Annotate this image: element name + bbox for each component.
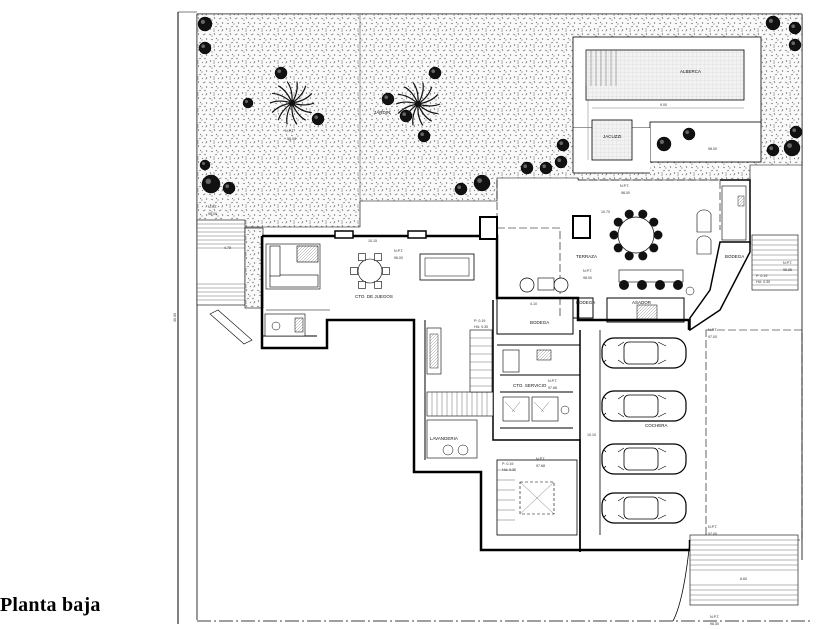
bottom-level: 96.50 (710, 622, 719, 626)
game-chair (358, 253, 366, 261)
cto-servicio-label: CTO. SERVICIO (513, 383, 547, 388)
terrace-chair (609, 230, 619, 240)
side-dimension: 30.00 (173, 313, 177, 322)
bottom-npt: N.P.T. (710, 615, 720, 619)
bodega-1-label: BODEGA (576, 300, 595, 305)
terraza-width-dim: 10.70 (601, 210, 610, 214)
entry-level: 97.00 (708, 532, 717, 536)
terrace-chair (653, 230, 663, 240)
game-chair (374, 281, 382, 289)
cochera-npt: N.P.T. (708, 328, 718, 332)
terraza-top-level: 98.00 (621, 191, 630, 195)
jardin-npt: N.P.T. (285, 129, 295, 133)
servicio-level: 97.68 (548, 386, 557, 390)
terrace-chair (624, 251, 634, 261)
alberca-label: ALBERCA (680, 69, 701, 74)
terraza-npt: N.P.T. (583, 269, 593, 273)
car-icon (601, 492, 687, 524)
game-chair (374, 253, 382, 261)
pool-area: ALBERCA 9.00 JACUZZI 98.00 (572, 36, 762, 174)
lower-stair: P: 0.19 HU: 0.30 N.P.T. 97.68 (496, 457, 578, 536)
terrace: TERRAZA N.P.T. 98.00 10.70 BODEGA (519, 185, 751, 332)
terrace-table-chairs (609, 209, 663, 261)
terrace-chair (638, 209, 648, 219)
cto-juegos-label: CTO. DE JUEGOS (355, 294, 393, 299)
stair-step-p: P: 0.19 (502, 462, 513, 466)
stair-npt: N.P.T. (536, 457, 546, 461)
servicio-npt: N.P.T. (548, 379, 558, 383)
terrace-chair (649, 243, 659, 253)
bodega-terraza-label: BODEGA (725, 254, 744, 259)
stair-level: 97.68 (536, 464, 545, 468)
columns (334, 215, 591, 240)
entry-dim: 6.60 (740, 577, 747, 581)
game-room: CTO. DE JUEGOS 10.15 N.P.T. 96.00 (264, 239, 475, 337)
juegos-level: 96.00 (394, 256, 403, 260)
terraza-label: TERRAZA (576, 254, 597, 259)
left-npt: N.P.T. (208, 205, 218, 209)
cochera-dim: 10.10 (587, 433, 596, 437)
pool-width-dim: 9.00 (660, 103, 667, 107)
right-step-p: P: 0.19 (756, 274, 767, 278)
terrace-chair (638, 251, 648, 261)
left-level: 96.00 (208, 212, 217, 216)
game-chair (350, 267, 358, 275)
right-stairs: P: 0.19 HU: 0.30 N.P.T. 96.86 (751, 234, 799, 291)
car-icon (601, 337, 687, 369)
lavanderia-label: LAVANDERIA (430, 436, 458, 441)
jardin-label: JARDIN (374, 110, 390, 115)
jardin-level: 96.00 (287, 137, 296, 141)
terraza-level: 98.00 (583, 276, 592, 280)
interior-stairs: P: 0.19 HU: 0.30 (426, 319, 494, 417)
game-table-chairs (350, 253, 390, 289)
right-level: 96.86 (783, 268, 792, 272)
plan-caption: Planta baja (0, 594, 101, 616)
bodega-dim: 4.10 (530, 302, 537, 306)
left-stair-dim: 4.75 (224, 246, 231, 250)
juegos-step-p: P: 0.19 (474, 319, 485, 323)
juegos-width-dim: 10.15 (368, 239, 377, 243)
garage: COCHERA N.P.T. 97.00 10.10 (587, 328, 803, 541)
juegos-npt: N.P.T. (394, 249, 404, 253)
left-stairs: 4.75 (196, 219, 264, 345)
service-block: BODEGA BODEGA ASADOR 4.10 (496, 297, 685, 335)
entry-steps: N.P.T. 97.00 6.60 N.P.T. 96.50 (672, 525, 799, 626)
parked-cars (601, 337, 687, 524)
service-room: CTO. SERVICIO N.P.T. 97.68 (502, 349, 570, 422)
stair-step-hu: HU: 0.30 (502, 468, 516, 472)
car-icon (601, 443, 687, 475)
terrace-chair (613, 217, 623, 227)
shrubs (197, 15, 803, 196)
level-markers: N.P.T. 96.00 N.P.T. 98.00 (208, 184, 630, 216)
palm-tree-1 (269, 81, 315, 125)
juegos-step-hu: HU: 0.30 (474, 325, 488, 329)
terrace-chair (624, 209, 634, 219)
cochera-level: 97.00 (708, 335, 717, 339)
right-npt: N.P.T. (783, 261, 793, 265)
bodega-2-label: BODEGA (530, 320, 549, 325)
landscape-trees: JARDIN N.P.T. 96.00 (197, 15, 803, 196)
side-height-dim: 30.00 (173, 313, 177, 322)
terraza-top-npt: N.P.T. (620, 184, 630, 188)
asador-label: ASADOR (632, 300, 652, 305)
game-chair (358, 281, 366, 289)
entry-npt: N.P.T. (708, 525, 718, 529)
game-chair (382, 267, 390, 275)
alberca-level: 98.00 (708, 147, 717, 151)
terrace-chair (613, 243, 623, 253)
right-step-hu: HU: 0.30 (756, 280, 770, 284)
laundry: LAVANDERIA (426, 419, 478, 459)
car-icon (601, 390, 687, 422)
jacuzzi-label: JACUZZI (603, 134, 622, 139)
cochera-label: COCHERA (645, 423, 668, 428)
terrace-chair (649, 217, 659, 227)
